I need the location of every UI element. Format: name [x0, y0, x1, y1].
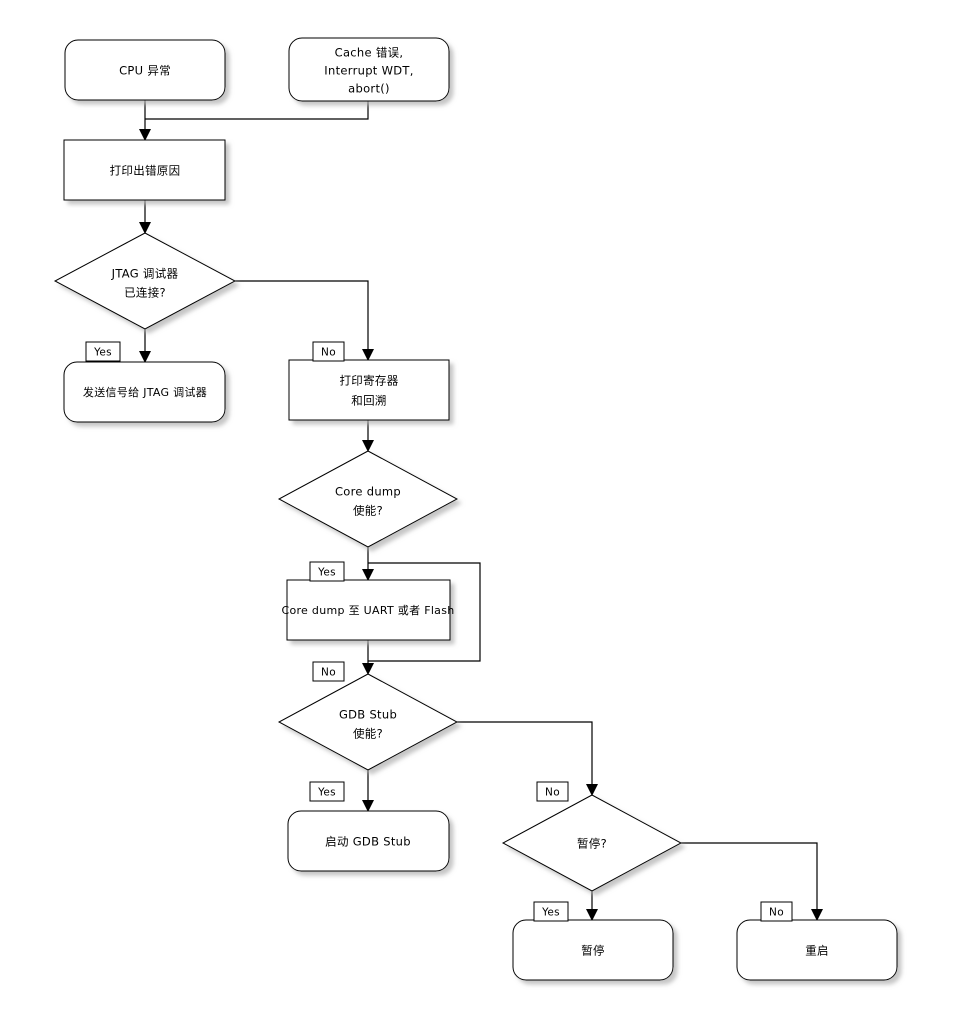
node-print-reason[interactable] — [63, 139, 226, 201]
start-gdbstub-shape — [287, 810, 450, 872]
node-start-gdbstub[interactable] — [287, 810, 450, 872]
signal-jtag-shape — [63, 361, 226, 423]
edge-jtag-no — [235, 280, 369, 353]
cache-error-shape — [288, 37, 450, 102]
edge-label-gdbstub-no: No — [536, 781, 569, 802]
edge-label-coredump-yes: Yes — [309, 561, 345, 582]
start-gdbstub-label: 启动 GDB Stub — [325, 835, 411, 849]
print-registers-shape — [288, 359, 450, 421]
arrow-to-jtag-decision — [139, 222, 151, 234]
halt-yes-label-text: Yes — [541, 907, 560, 919]
node-reboot-action[interactable] — [736, 919, 898, 981]
coredump-decision-label-line1: Core dump — [335, 485, 401, 499]
halt-decision-label: 暂停? — [577, 837, 607, 851]
coredump-decision-label-line2: 使能? — [353, 504, 383, 518]
print-reason-shape — [63, 139, 226, 201]
edges-layer — [139, 100, 823, 921]
node-coredump-decision[interactable] — [277, 450, 459, 548]
node-cache-error[interactable] — [288, 37, 450, 102]
node-halt-decision[interactable] — [501, 794, 683, 892]
print-registers-label-line1: 打印寄存器 — [340, 374, 399, 388]
edge-label-gdbstub-yes: Yes — [309, 781, 345, 802]
coredump-yes-label-box — [309, 561, 345, 582]
node-jtag-decision[interactable] — [53, 232, 237, 330]
arrow-to-start-gdbstub — [362, 800, 374, 812]
signal-jtag-label: 发送信号给 JTAG 调试器 — [83, 385, 207, 399]
node-signal-jtag[interactable] — [63, 361, 226, 423]
jtag-decision-shape — [53, 232, 237, 330]
halt-no-label-text: No — [769, 907, 784, 919]
arrow-to-reboot-action — [811, 909, 823, 921]
node-coredump-action[interactable] — [286, 579, 451, 641]
reboot-action-shape — [736, 919, 898, 981]
edge-halt-no — [681, 842, 818, 913]
jtag-yes-label-box — [85, 341, 121, 362]
edge-label-coredump-no: No — [312, 661, 345, 682]
gdbstub-no-label-text: No — [545, 787, 560, 799]
print-registers-label-line2: 和回溯 — [351, 394, 386, 408]
coredump-no-label-box — [312, 661, 345, 682]
cpu-exception-shape — [64, 39, 226, 101]
jtag-no-label-box — [312, 341, 345, 362]
edge-label-jtag-no: No — [312, 341, 345, 362]
edge-cache-to-junction — [145, 101, 369, 120]
coredump-decision-shape — [277, 450, 459, 548]
arrow-to-print-registers — [362, 349, 374, 361]
arrow-to-gdbstub-decision — [362, 663, 374, 675]
arrow-to-halt-decision — [586, 784, 598, 796]
cache-error-label-line3: abort() — [348, 82, 390, 96]
print-reason-label: 打印出错原因 — [110, 164, 181, 178]
halt-action-label: 暂停 — [581, 944, 605, 958]
gdbstub-decision-shape — [277, 673, 459, 771]
halt-action-shape — [512, 919, 674, 981]
cpu-exception-label: CPU 异常 — [119, 64, 171, 78]
arrow-to-signal-jtag — [139, 351, 151, 363]
cache-error-label-line1: Cache 错误, — [335, 46, 404, 60]
jtag-yes-label-text: Yes — [93, 347, 112, 359]
coredump-no-label-text: No — [321, 667, 336, 679]
edge-label-jtag-yes: Yes — [85, 341, 121, 362]
node-cpu-exception[interactable] — [64, 39, 226, 101]
coredump-action-shape — [286, 579, 451, 641]
edge-label-halt-yes: Yes — [533, 901, 569, 922]
gdbstub-no-label-box — [536, 781, 569, 802]
halt-decision-shape — [501, 794, 683, 892]
edge-coredump-bypass-loop — [368, 562, 481, 662]
gdbstub-yes-label-box — [309, 781, 345, 802]
reboot-action-label: 重启 — [805, 944, 829, 958]
node-halt-action[interactable] — [512, 919, 674, 981]
coredump-action-label: Core dump 至 UART 或者 Flash — [281, 604, 454, 617]
arrow-to-coredump-action — [362, 569, 374, 581]
jtag-decision-label-line2: 已连接? — [124, 286, 166, 300]
halt-no-label-box — [760, 901, 793, 922]
node-gdbstub-decision[interactable] — [277, 673, 459, 771]
halt-yes-label-box — [533, 901, 569, 922]
gdbstub-decision-label-line1: GDB Stub — [339, 708, 397, 722]
coredump-yes-label-text: Yes — [317, 567, 336, 579]
node-print-registers[interactable] — [288, 359, 450, 421]
arrow-to-print-reason — [139, 129, 151, 141]
jtag-decision-label-line1: JTAG 调试器 — [111, 267, 179, 281]
arrow-to-coredump-decision — [362, 440, 374, 452]
gdbstub-decision-label-line2: 使能? — [353, 727, 383, 741]
cache-error-label-line2: Interrupt WDT, — [324, 64, 413, 78]
arrow-to-halt-action — [586, 909, 598, 921]
edge-label-halt-no: No — [760, 901, 793, 922]
edge-gdbstub-no — [457, 721, 593, 787]
jtag-no-label-text: No — [321, 347, 336, 359]
gdbstub-yes-label-text: Yes — [317, 787, 336, 799]
